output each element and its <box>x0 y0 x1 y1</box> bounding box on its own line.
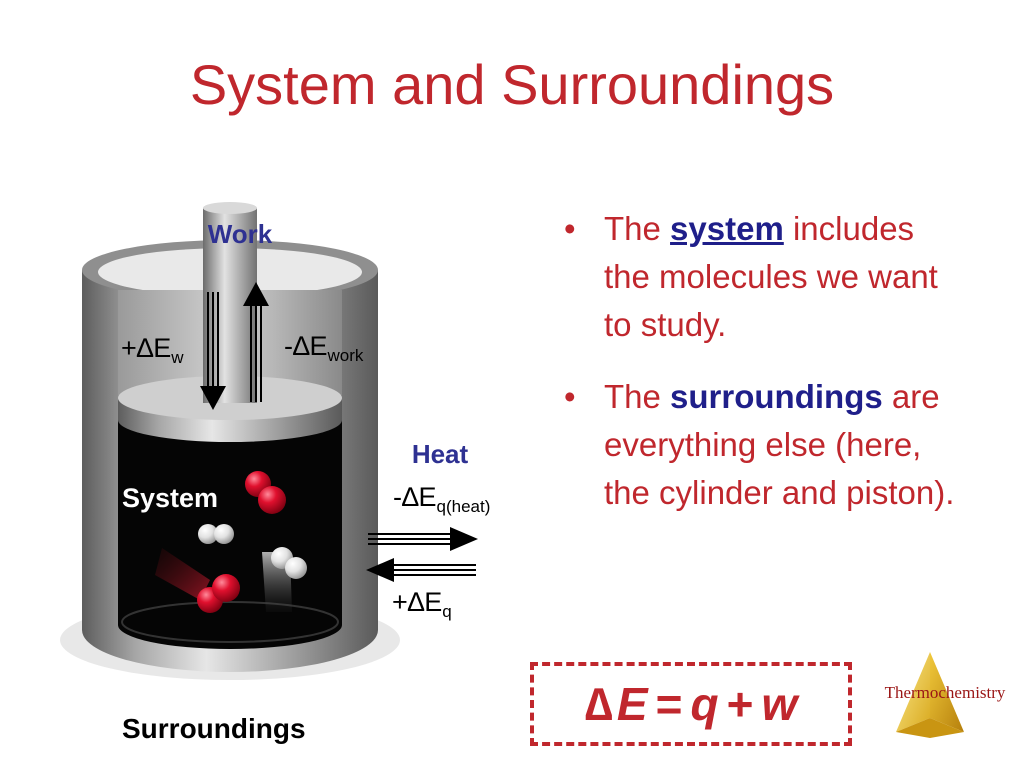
oxygen-atom <box>258 486 286 514</box>
plus-sign: + <box>726 678 754 730</box>
bullet-system: • The system includes the molecules we w… <box>562 205 962 349</box>
work-variable: w <box>761 678 798 730</box>
bullet-text: The <box>604 378 671 415</box>
hydrogen-atom <box>285 557 307 579</box>
delta-e-q-label: +∆Eq <box>392 587 452 621</box>
molecules <box>155 471 307 613</box>
equals-sign: = <box>655 678 683 730</box>
pyramid-left-face <box>896 652 930 732</box>
bullet-marker: • <box>564 378 576 415</box>
heat-label: Heat <box>412 439 469 469</box>
work-label: Work <box>208 219 273 249</box>
energy-equation-box: ∆E = q + w <box>530 662 852 746</box>
delta-e-q-heat-label: -∆Eq(heat) <box>393 482 490 516</box>
pyramid-base <box>896 718 964 738</box>
red-molecule-trail <box>155 548 210 600</box>
work-arrows <box>200 282 269 410</box>
pyramid-logo-icon <box>896 652 964 738</box>
hydrogen-atom <box>198 524 218 544</box>
system-label: System <box>122 483 218 513</box>
bullet-text: includes the molecules we want to study. <box>604 210 938 343</box>
work-up-arrowhead <box>243 282 269 306</box>
bullet-list: • The system includes the molecules we w… <box>562 205 962 541</box>
delta-e-work-label: -∆Ework <box>284 331 364 365</box>
bullet-surroundings: • The surroundings are everything else (… <box>562 373 962 517</box>
keyword-system: system <box>670 210 784 247</box>
surroundings-label: Surroundings <box>122 713 306 744</box>
heat-arrows <box>366 527 478 582</box>
slide-title: System and Surroundings <box>189 53 835 116</box>
logo-text: Thermochemistry <box>884 683 1006 702</box>
piston-rod-top <box>203 202 257 214</box>
heat-variable: q <box>690 678 719 730</box>
hydrogen-atom <box>214 524 234 544</box>
energy-variable: E <box>616 678 648 730</box>
keyword-surroundings: surroundings <box>670 378 883 415</box>
work-down-arrowhead <box>200 386 226 410</box>
chamber-floor <box>121 601 339 643</box>
bullet-text: The <box>604 210 671 247</box>
bullet-text: are everything else (here, the cylinder … <box>604 378 955 511</box>
pyramid-right-face <box>930 652 964 732</box>
heat-in-arrowhead <box>366 558 394 582</box>
oxygen-atom <box>212 574 240 602</box>
delta-symbol: ∆ <box>584 678 613 730</box>
bullet-marker: • <box>564 210 576 247</box>
heat-out-arrowhead <box>450 527 478 551</box>
delta-e-w-label: +∆Ew <box>121 333 184 367</box>
